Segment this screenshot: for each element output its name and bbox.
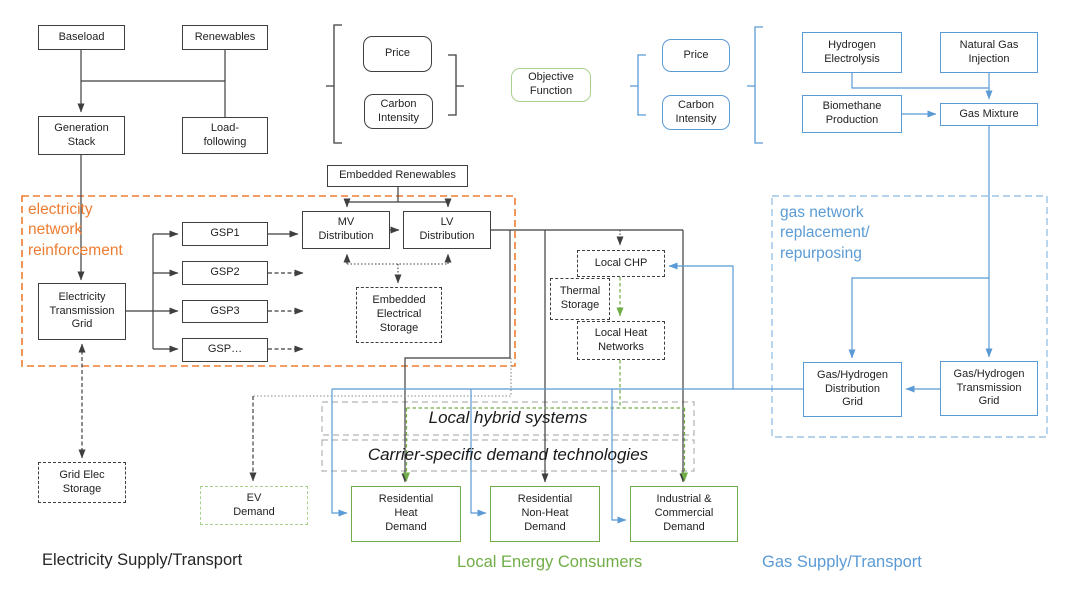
node-renewables: Renewables [182,25,268,50]
electricity-dashed-lines [78,269,304,482]
node-industrial-commercial-demand: Industrial & Commercial Demand [630,486,738,542]
node-gsp3: GSP3 [182,300,268,323]
node-natural-gas-injection: Natural Gas Injection [940,32,1038,73]
node-gas-mixture: Gas Mixture [940,103,1038,126]
gas-region-outline [771,195,1048,438]
bracket-gas-to-objective [630,54,646,116]
node-gas-hydrogen-transmission-grid: Gas/Hydrogen Transmission Grid [940,361,1038,416]
node-residential-non-heat-demand: Residential Non-Heat Demand [490,486,600,542]
heat-network-lines [403,277,688,482]
node-grid-elec-storage: Grid Elec Storage [38,462,126,503]
node-embedded-electrical-storage: Embedded Electrical Storage [356,287,442,343]
gas-region-label: gas network replacement/ repurposing [780,204,870,262]
grouping-brackets [326,24,763,144]
ev-feed-dotted-line [253,358,512,397]
node-embedded-renewables: Embedded Renewables [327,165,468,187]
local-hybrid-systems-label: Local hybrid systems [428,408,588,427]
carrier-band-outline [321,439,695,472]
node-biomethane-production: Biomethane Production [802,95,902,133]
node-baseload: Baseload [38,25,125,50]
node-objective-function: Objective Function [511,68,591,102]
node-gsp-more: GSP… [182,338,268,362]
electricity-dotted-lines [343,230,624,284]
node-carbon-intensity-electricity: Carbon Intensity [364,94,433,129]
node-local-heat-networks: Local Heat Networks [577,321,665,360]
node-residential-heat-demand: Residential Heat Demand [351,486,461,542]
node-gas-hydrogen-distribution-grid: Gas/Hydrogen Distribution Grid [803,362,902,417]
node-carbon-intensity-gas: Carbon Intensity [662,95,730,130]
node-price-electricity: Price [363,36,432,72]
node-load-following: Load- following [182,117,268,154]
node-local-chp: Local CHP [577,250,665,277]
node-price-gas: Price [662,39,730,72]
node-ev-demand: EV Demand [200,486,308,525]
footer-local-energy-consumers: Local Energy Consumers [457,553,643,571]
node-gsp1: GSP1 [182,222,268,246]
electricity-solid-lines [77,50,687,483]
node-thermal-storage: Thermal Storage [550,278,610,320]
node-electricity-transmission-grid: Electricity Transmission Grid [38,283,126,340]
bracket-electricity-kpis [326,24,342,144]
footer-electricity-supply: Electricity Supply/Transport [42,551,243,569]
carrier-specific-demand-label: Carrier-specific demand technologies [367,445,649,464]
gas-lines [331,73,993,524]
footer-gas-supply: Gas Supply/Transport [762,553,922,571]
node-generation-stack: Generation Stack [38,116,125,155]
bracket-gas-kpis [747,26,763,144]
hybrid-band-outline [321,401,695,436]
node-lv-distribution: LV Distribution [403,211,491,249]
node-hydrogen-electrolysis: Hydrogen Electrolysis [802,32,902,73]
electricity-region-label: electricity network reinforcement [28,201,123,259]
node-mv-distribution: MV Distribution [302,211,390,249]
bracket-elec-to-objective [448,54,464,116]
node-gsp2: GSP2 [182,261,268,285]
electricity-region-outline [21,195,516,367]
